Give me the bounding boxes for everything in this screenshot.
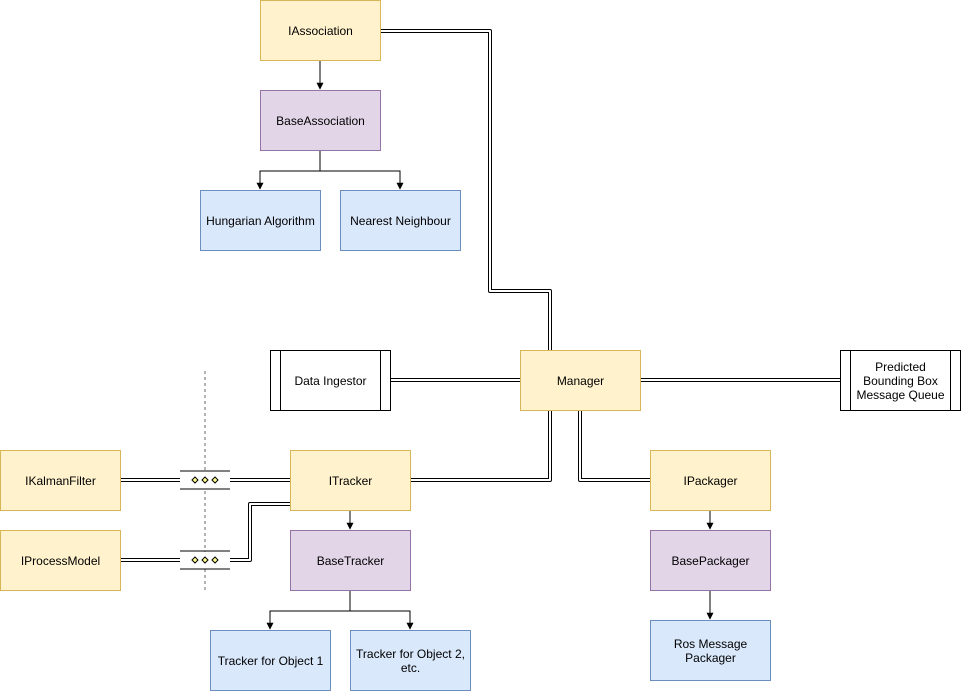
node-ipackager[interactable]: IPackager: [650, 450, 771, 511]
node-label: BaseAssociation: [276, 113, 365, 128]
node-label: Data Ingestor: [294, 373, 367, 388]
node-label: Predicted Bounding Box Message Queue: [856, 359, 945, 402]
ellipsis-symbol-kalman: [180, 470, 230, 490]
link-manager-itracker: [410, 410, 552, 482]
node-label: Manager: [556, 373, 605, 388]
node-ros-message-packager[interactable]: Ros Message Packager: [650, 620, 771, 681]
node-nearest-neighbour[interactable]: Nearest Neighbour: [340, 190, 461, 251]
edge-basetracker-obj2: [350, 610, 414, 630]
node-label: Tracker for Object 2, etc.: [356, 646, 465, 675]
node-label: Hungarian Algorithm: [206, 213, 315, 228]
node-label: IPackager: [683, 473, 738, 488]
ellipsis-symbol-process: [180, 550, 230, 570]
node-label: IProcessModel: [20, 553, 101, 568]
edge-basetracker-obj1: [266, 591, 351, 630]
edge-baseassociation-nearest: [320, 170, 404, 190]
node-predicted-bounding-box-queue[interactable]: Predicted Bounding Box Message Queue: [840, 350, 961, 411]
link-iassociation-manager: [380, 29, 552, 351]
node-label: IAssociation: [288, 23, 353, 38]
node-itracker[interactable]: ITracker: [290, 450, 411, 511]
node-iprocessmodel[interactable]: IProcessModel: [0, 530, 121, 591]
node-label: ITracker: [328, 473, 373, 488]
node-label: BaseTracker: [316, 553, 385, 568]
node-ikalmanfilter[interactable]: IKalmanFilter: [0, 450, 121, 511]
node-label: BasePackager: [671, 553, 750, 568]
node-tracker-object-2[interactable]: Tracker for Object 2, etc.: [350, 630, 471, 691]
node-label: IKalmanFilter: [25, 473, 96, 488]
node-label: Ros Message Packager: [673, 636, 748, 665]
node-basepackager[interactable]: BasePackager: [650, 530, 771, 591]
node-hungarian-algorithm[interactable]: Hungarian Algorithm: [200, 190, 321, 251]
edge-baseassociation-hungarian: [256, 151, 321, 190]
node-label: Nearest Neighbour: [350, 213, 451, 228]
node-baseassociation[interactable]: BaseAssociation: [260, 90, 381, 151]
node-manager[interactable]: Manager: [520, 350, 641, 411]
node-tracker-object-1[interactable]: Tracker for Object 1: [210, 630, 331, 691]
node-iassociation[interactable]: IAssociation: [260, 0, 381, 61]
node-data-ingestor[interactable]: Data Ingestor: [270, 350, 391, 411]
link-manager-ipackager: [578, 410, 650, 482]
node-basetracker[interactable]: BaseTracker: [290, 530, 411, 591]
node-label: Tracker for Object 1: [217, 653, 324, 668]
